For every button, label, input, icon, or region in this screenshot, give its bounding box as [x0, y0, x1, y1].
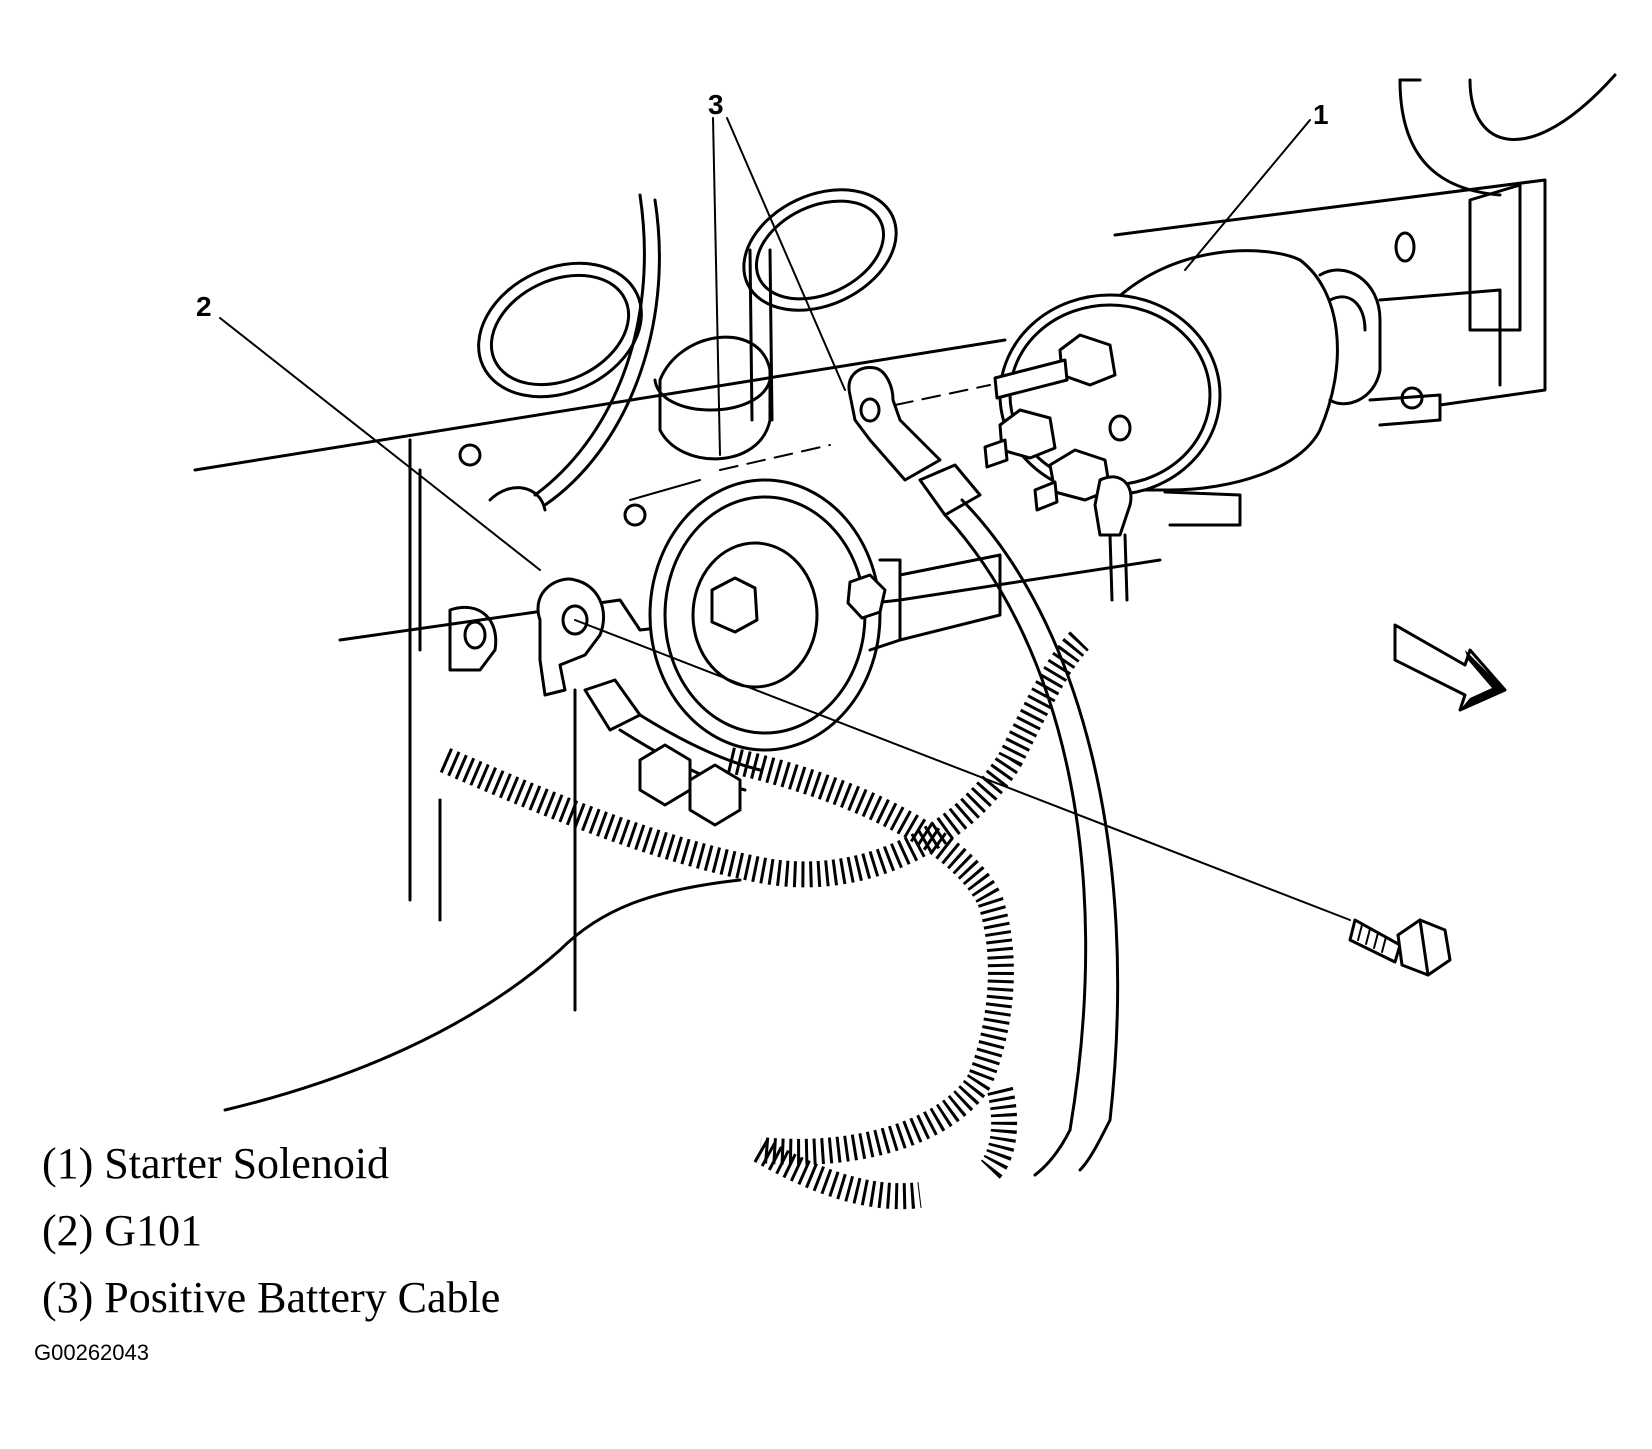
- engine-block-outline: [193, 73, 1617, 1112]
- solenoid-terminals: [983, 333, 1133, 602]
- callout-1: 1: [1313, 99, 1329, 130]
- leader-lines: [219, 117, 1351, 921]
- g101-ground-strap: [448, 577, 762, 792]
- callout-2: 2: [196, 291, 212, 322]
- callout-numbers: 3 1 2: [196, 89, 1329, 322]
- wiring-harness: [439, 630, 1090, 1210]
- legend-item-g101: (2) G101: [42, 1206, 203, 1255]
- starter-drive-housing: [648, 478, 1002, 752]
- figure-id: G00262043: [34, 1340, 149, 1365]
- block-bolts: [458, 443, 742, 827]
- gasket-rings: [477, 188, 898, 461]
- callout-3: 3: [708, 89, 724, 120]
- direction-arrow-icon: [1393, 623, 1507, 712]
- legend-item-positive-battery-cable: (3) Positive Battery Cable: [42, 1273, 501, 1322]
- positive-battery-cable: [847, 365, 1120, 1177]
- legend-item-starter-solenoid: (1) Starter Solenoid: [42, 1139, 390, 1188]
- mounting-bolt: [1348, 918, 1452, 977]
- tube-lines: [533, 193, 774, 507]
